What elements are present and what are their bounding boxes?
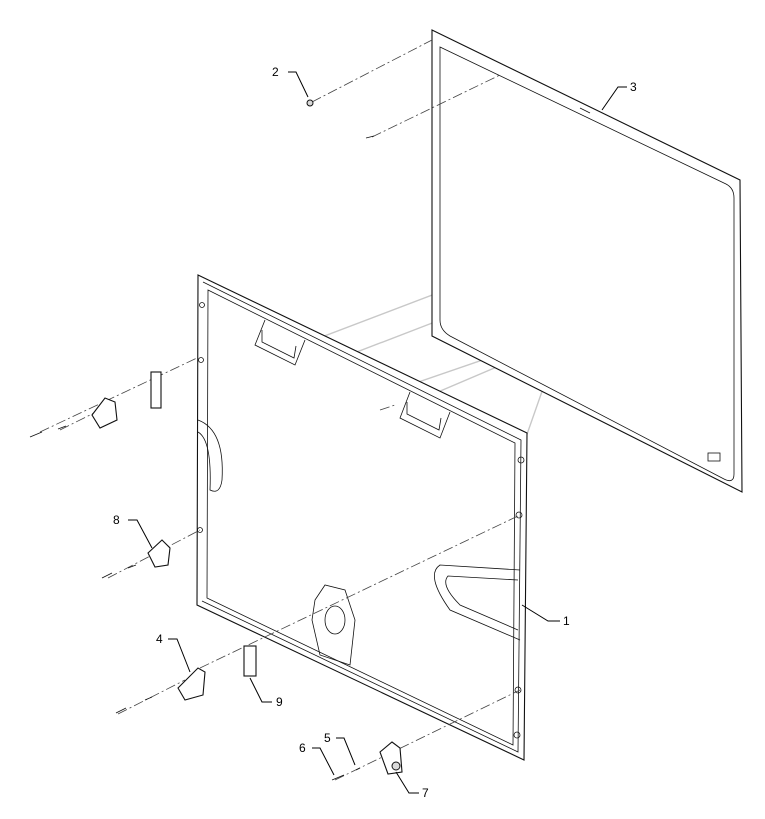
callout-3: 3 (630, 80, 637, 94)
callout-1: 1 (563, 614, 570, 628)
nut-part-2 (306, 99, 314, 107)
hinge-plate-upper (150, 371, 162, 409)
hardware (29, 99, 403, 781)
hinge-bracket-upper (91, 397, 118, 429)
callout-2: 2 (272, 65, 279, 79)
callout-9: 9 (276, 695, 283, 709)
hinge-part-8 (147, 539, 171, 568)
screw-part-6 (331, 774, 345, 781)
glass-panel (431, 29, 743, 493)
callout-6: 6 (299, 741, 306, 755)
callout-5: 5 (324, 731, 331, 745)
plate-part-9 (243, 645, 257, 677)
door-frame (196, 274, 528, 761)
callout-leaders (128, 71, 627, 794)
washer-part-5 (355, 767, 361, 771)
callout-7: 7 (422, 786, 429, 800)
callout-4: 4 (156, 632, 163, 646)
callout-labels: 2 3 1 8 4 9 5 6 7 (113, 65, 637, 800)
callout-8: 8 (113, 513, 120, 527)
hinge-part-4 (177, 667, 206, 701)
